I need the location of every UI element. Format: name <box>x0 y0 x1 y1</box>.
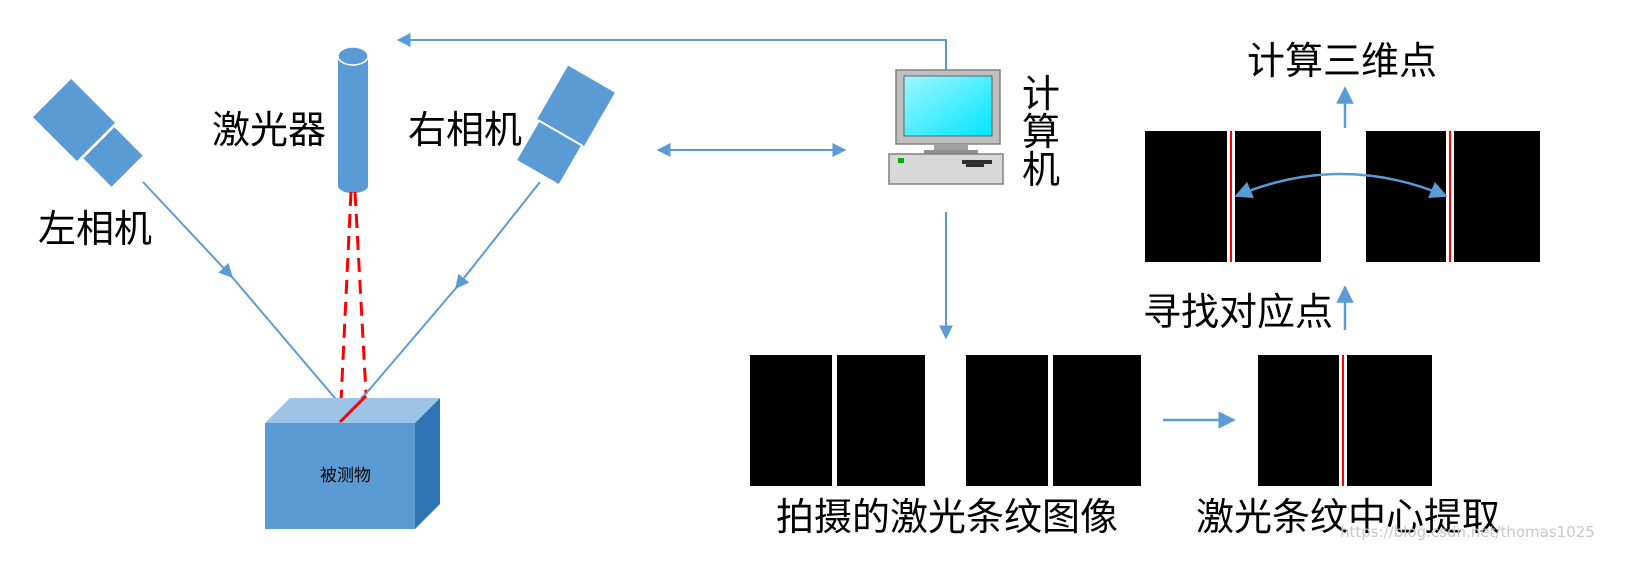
center-extraction-label: 激光条纹中心提取 <box>1196 495 1500 539</box>
compute-3d-label: 计算三维点 <box>1247 39 1437 83</box>
captured-images-label: 拍摄的激光条纹图像 <box>776 495 1118 539</box>
find-correspondence-label: 寻找对应点 <box>1143 290 1333 334</box>
computer-to-laser-arrow <box>396 33 947 70</box>
correspondence-image-right <box>1366 131 1540 262</box>
left-camera <box>30 76 146 190</box>
laser-device <box>337 46 369 193</box>
left-camera-sightline <box>142 181 233 279</box>
computer-label-3: 机 <box>1022 148 1060 192</box>
right-camera <box>514 62 618 187</box>
watermark: https://blog.csdn.net/thomas1025 <box>1340 523 1595 541</box>
laser-beam <box>338 191 368 424</box>
right-camera-label: 右相机 <box>408 108 522 152</box>
right-camera-sightline <box>455 181 541 290</box>
computer-icon <box>888 69 1004 185</box>
center-extraction-image <box>1258 355 1432 486</box>
left-camera-label: 左相机 <box>38 207 152 251</box>
object-label: 被测物 <box>320 466 371 486</box>
captured-image-pair-2 <box>966 355 1141 486</box>
laser-label: 激光器 <box>212 108 326 152</box>
measured-object <box>265 394 440 529</box>
computer-label-1: 计 <box>1022 72 1060 116</box>
correspondence-image-left <box>1145 131 1321 262</box>
correspondence-curve-arrow <box>1234 172 1448 198</box>
computer-label-2: 算 <box>1022 110 1060 154</box>
captured-image-pair-1 <box>750 355 925 486</box>
